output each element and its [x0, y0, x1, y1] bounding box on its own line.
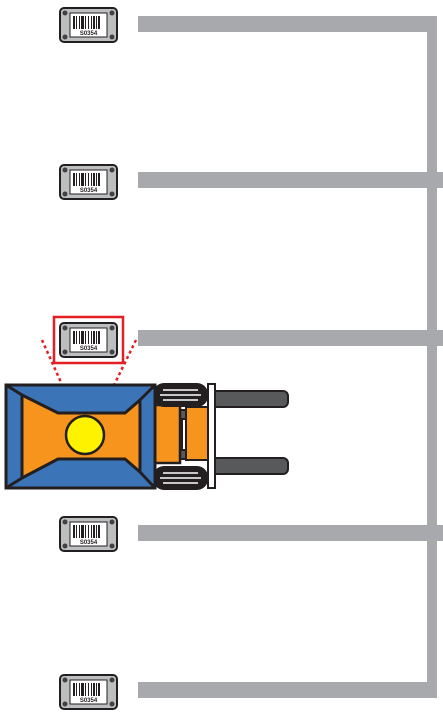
barcode-bar [73, 683, 75, 696]
tag-screw [110, 35, 115, 40]
barcode-bar [88, 525, 89, 538]
forklift-icon [6, 383, 288, 490]
tag-screw [63, 11, 68, 16]
mast-bar [208, 384, 215, 488]
barcode-bar [73, 331, 75, 344]
barcode-bar [85, 331, 86, 344]
barcode-tag-icon: S0354 [60, 165, 117, 199]
tag-screw [110, 678, 115, 683]
barcode-bar [76, 525, 77, 538]
tag-code: S0354 [80, 31, 98, 37]
rack-shelf-5 [138, 682, 437, 698]
tag-screw [63, 35, 68, 40]
barcode-bar [79, 173, 80, 186]
barcode-bar [91, 683, 92, 696]
barcode-bar [98, 525, 100, 538]
barcode-bar [93, 173, 95, 186]
barcode-bar [96, 331, 97, 344]
barcode-bar [98, 683, 100, 696]
barcode-bar [96, 683, 97, 696]
barcode-bar [79, 683, 80, 696]
tag-screw [110, 326, 115, 331]
barcode-bar [91, 16, 92, 29]
barcode-bar [93, 16, 95, 29]
barcode-bar [91, 173, 92, 186]
mast-carriage [186, 407, 208, 460]
tag-code: S0354 [80, 188, 98, 194]
tag-screw [110, 702, 115, 707]
barcode-bar [91, 331, 92, 344]
rack-shelf-2 [138, 172, 443, 188]
tag-screw [63, 702, 68, 707]
barcode-bar [96, 525, 97, 538]
rack-shelf-3 [138, 330, 443, 346]
barcode-bar [73, 16, 75, 29]
tag-code: S0354 [80, 346, 98, 352]
barcode-bar [76, 16, 77, 29]
barcode-bar [91, 525, 92, 538]
rack-vertical-post [427, 16, 437, 698]
barcode-tag-icon: S0354 [60, 675, 117, 709]
barcode-bar [81, 16, 84, 29]
barcode-bar [79, 331, 80, 344]
barcode-bar [93, 525, 95, 538]
barcode-bar [76, 331, 77, 344]
barcode-bar [98, 173, 100, 186]
tag-screw [63, 678, 68, 683]
barcode-bar [81, 173, 84, 186]
barcode-bar [79, 525, 80, 538]
barcode-bar [88, 173, 89, 186]
tag-screw [63, 350, 68, 355]
tag-screw [63, 326, 68, 331]
tag-screw [63, 520, 68, 525]
tag-screw [63, 168, 68, 173]
tag-screw [110, 520, 115, 525]
tag-screw [110, 350, 115, 355]
barcode-bar [85, 173, 86, 186]
barcode-bar [73, 173, 75, 186]
barcode-tag-icon: S0354 [54, 317, 123, 363]
tag-screw [110, 11, 115, 16]
barcode-bar [76, 173, 77, 186]
rack-shelf-4 [138, 525, 443, 541]
barcode-bar [81, 525, 84, 538]
tag-code: S0354 [80, 698, 98, 704]
barcode-tag-icon: S0354 [60, 517, 117, 551]
barcode-bar [93, 331, 95, 344]
barcode-bar [79, 16, 80, 29]
tag-screw [63, 192, 68, 197]
barcode-bar [96, 173, 97, 186]
fork-lower [212, 458, 288, 474]
barcode-bar [81, 331, 84, 344]
fork-upper [212, 391, 288, 407]
barcode-bar [88, 16, 89, 29]
tag-code: S0354 [80, 540, 98, 546]
barcode-bar [73, 525, 75, 538]
rack-shelf-1 [138, 16, 437, 32]
tag-screw [63, 544, 68, 549]
barcode-tag-icon: S0354 [60, 8, 117, 42]
tag-screw [110, 192, 115, 197]
barcode-bar [85, 683, 86, 696]
tag-screw [110, 544, 115, 549]
barcode-bar [98, 331, 100, 344]
barcode-bar [85, 525, 86, 538]
barcode-bar [81, 683, 84, 696]
barcode-bar [76, 683, 77, 696]
scanner-light [66, 416, 104, 454]
barcode-bar [88, 331, 89, 344]
barcode-bar [93, 683, 95, 696]
tag-screw [110, 168, 115, 173]
rack-structure [138, 16, 443, 698]
barcode-bar [85, 16, 86, 29]
barcode-bar [98, 16, 100, 29]
barcode-bar [96, 16, 97, 29]
barcode-bar [88, 683, 89, 696]
